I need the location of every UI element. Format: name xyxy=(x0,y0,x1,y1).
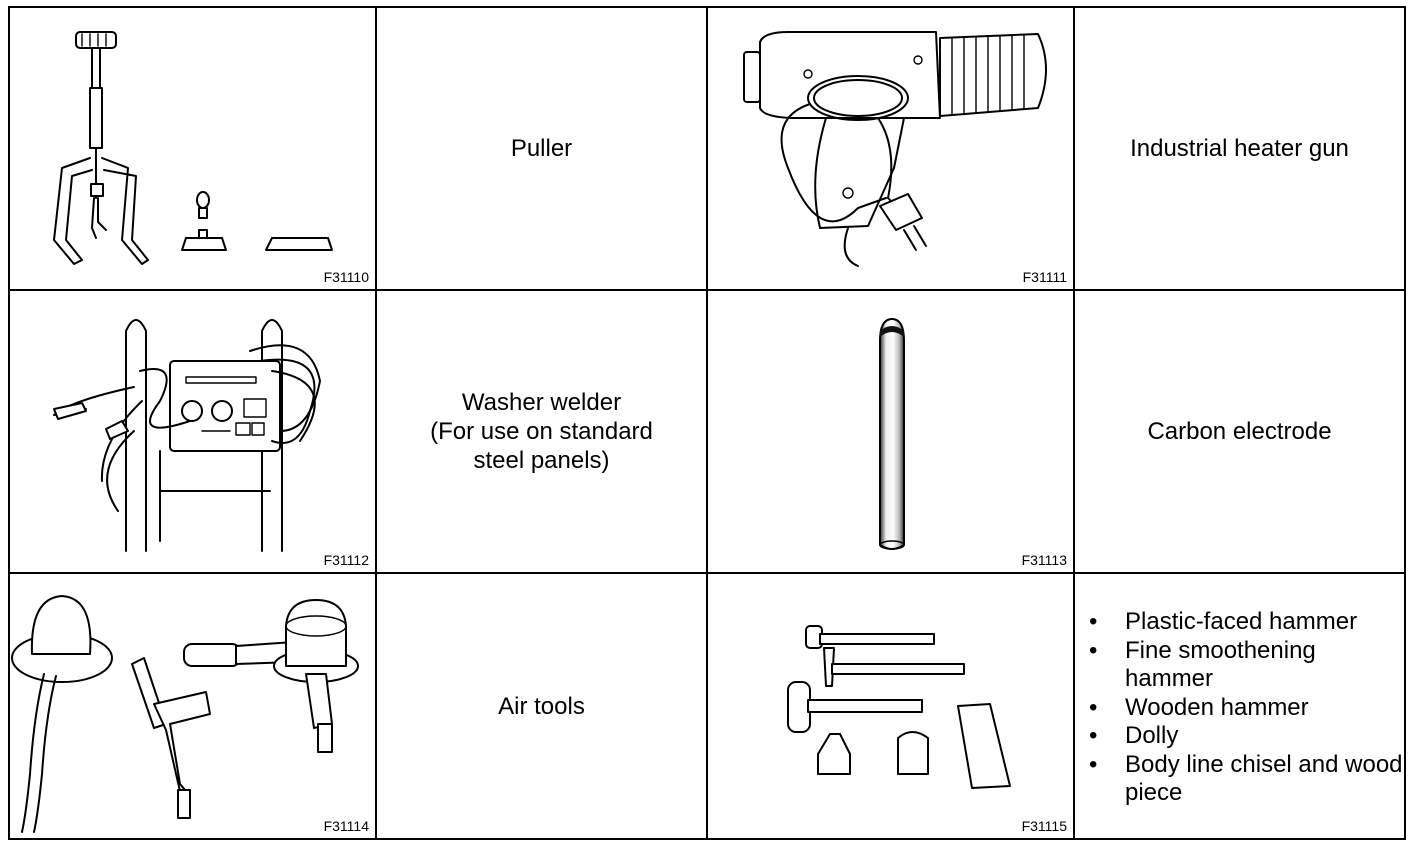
heater-gun-illustration xyxy=(743,31,1047,267)
puller-image-cell: F31110 xyxy=(10,8,377,291)
figure-code: F31115 xyxy=(1021,818,1067,834)
list-item: Fine smoothening hammer xyxy=(1087,637,1404,694)
carbon-electrode-illustration xyxy=(879,317,905,550)
washer-welder-image-cell: F31112 xyxy=(10,291,377,574)
hammers-image-cell: F31115 xyxy=(708,574,1075,838)
washer-welder-label-line: Washer welder xyxy=(461,389,622,416)
tools-table: F31110 Puller F31111 Industrial heater g xyxy=(8,6,1406,840)
list-item: Body line chisel and wood piece xyxy=(1087,751,1404,808)
list-item: Wooden hammer xyxy=(1087,694,1404,723)
heater-gun-label: Industrial heater gun xyxy=(1075,8,1404,291)
hammers-dolly-illustration xyxy=(787,625,1011,789)
list-item: Dolly xyxy=(1087,722,1404,751)
carbon-electrode-label: Carbon electrode xyxy=(1075,291,1404,574)
washer-welder-label: Washer welder (For use on standard steel… xyxy=(377,291,708,574)
air-tools-image-cell: F31114 xyxy=(10,574,377,838)
figure-code: F31114 xyxy=(323,818,369,834)
figure-code: F31113 xyxy=(1021,552,1067,568)
washer-welder-label-line: steel panels) xyxy=(473,447,610,474)
puller-label: Puller xyxy=(377,8,708,291)
washer-welder-label-line: (For use on standard xyxy=(430,418,653,445)
air-tools-illustration xyxy=(11,595,359,833)
figure-code: F31110 xyxy=(323,269,369,285)
puller-illustration xyxy=(53,31,333,265)
list-item: Plastic-faced hammer xyxy=(1087,608,1404,637)
carbon-electrode-image-cell: F31113 xyxy=(708,291,1075,574)
hammer-set-list: Plastic-faced hammer Fine smoothening ha… xyxy=(1075,574,1404,838)
air-tools-label: Air tools xyxy=(377,574,708,838)
washer-welder-illustration xyxy=(53,319,321,552)
figure-code: F31111 xyxy=(1022,269,1067,285)
figure-code: F31112 xyxy=(323,552,369,568)
heater-gun-image-cell: F31111 xyxy=(708,8,1075,291)
